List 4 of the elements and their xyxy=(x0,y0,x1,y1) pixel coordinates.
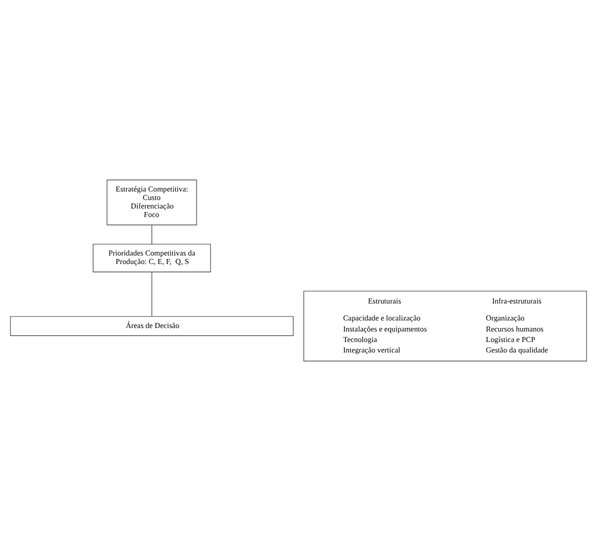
node-box: Áreas de Decisão xyxy=(10,316,294,336)
node-box: Prioridades Competitivas da Produção: C, E, F, Q, S xyxy=(92,243,211,272)
node-box: Estratégia Competitiva: Custo Diferenciação Foco xyxy=(106,179,197,225)
node-box: Estruturais Infra-estruturais Capacidade e localização Organização Instalações e equipamentos Recursos humanos Tecnologia Logística e PCP Integração vertical Gestão da qualidade xyxy=(303,290,587,361)
